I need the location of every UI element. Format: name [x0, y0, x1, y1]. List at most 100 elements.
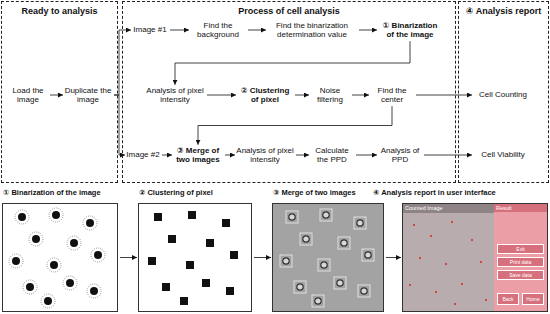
flow-arrow: [359, 30, 377, 31]
binary-image: [2, 203, 118, 312]
flow-arrow: [424, 155, 472, 156]
process-step: Calculate the PPD: [310, 146, 354, 164]
image-heading: ③ Merge of two images: [273, 189, 356, 198]
boxed-cell: [354, 217, 366, 229]
boxed-cell: [318, 259, 330, 271]
step-text: Analysis of pixel intensity: [236, 146, 294, 164]
button-text: Print data: [510, 260, 531, 265]
cluster-image: [138, 203, 252, 312]
red-dot: [419, 257, 421, 259]
boxed-cell: [280, 255, 292, 267]
pixel-cluster: [188, 211, 196, 219]
flow-arrow: [170, 30, 189, 31]
process-step: Analysis of pixel intensity: [145, 86, 205, 104]
process-step: Image #2: [126, 150, 160, 159]
red-dot: [413, 224, 415, 226]
stage-panel: Ready to analysisLoad the image Duplicate…: [2, 2, 117, 182]
step-text: Cell Viability: [473, 150, 533, 159]
red-dot: [461, 283, 463, 285]
image-panel: ③ Merge of two images: [272, 203, 384, 312]
red-dot: [430, 235, 432, 237]
process-step: Find the center: [370, 86, 414, 104]
panel-title: Result: [494, 204, 547, 212]
red-dot: [451, 221, 453, 223]
flow-arrow: [207, 95, 236, 96]
key-step: ② Clustering of pixel: [237, 86, 293, 104]
binary-cells: [9, 208, 105, 308]
panel-title: Ready to analysis: [2, 2, 117, 16]
boxed-cell: [300, 233, 312, 245]
flow-arrow: [416, 95, 472, 96]
step-text: Find the binarization determination valu…: [267, 21, 357, 39]
panel-title: Process of cell analysis: [123, 2, 455, 16]
image-panel: ② Clustering of pixel: [138, 203, 252, 312]
pixel-cluster: [154, 213, 162, 221]
cell-blob: [23, 280, 37, 294]
flow-arrow: [162, 155, 172, 156]
boxed-cell: [294, 281, 306, 293]
cell-blob: [83, 216, 97, 230]
ui-button: Exit: [497, 244, 544, 254]
pixel-cluster: [222, 219, 230, 227]
pixel-cluster: [186, 261, 194, 269]
process-step: Load the image: [8, 86, 48, 104]
step-text: Image #1: [132, 25, 168, 34]
boxed-cell: [286, 211, 298, 223]
boxed-cell: [358, 285, 370, 297]
red-dot: [435, 291, 437, 293]
stage-panel: ④ Analysis reportCell CountingCell Viabi…: [459, 2, 548, 182]
merged-image: [272, 203, 384, 312]
cell-blob: [63, 276, 77, 290]
process-step: Analysis of pixel intensity: [236, 146, 294, 164]
process-step: Analysis of PPD: [378, 146, 422, 164]
step-text: Image #2: [126, 150, 160, 159]
flow-arrow: [175, 41, 410, 85]
red-dot: [485, 299, 487, 301]
boxed-cell: [338, 237, 350, 249]
flow-arrow: [198, 106, 392, 145]
boxed-cell: [312, 295, 324, 307]
boxed-cell: [320, 209, 332, 221]
red-dot: [480, 261, 482, 263]
cell-blob: [15, 210, 29, 224]
flow-arrow: [50, 95, 63, 96]
step-text: Find the background: [190, 21, 246, 39]
step-text: Analysis of PPD: [378, 146, 422, 164]
step-text: ② Clustering of pixel: [237, 86, 293, 104]
flow-arrow: [225, 155, 235, 156]
flow-arrow: [295, 95, 309, 96]
cluster-squares: [148, 211, 238, 305]
stage-panel: Process of cell analysisImage #1 Find the…: [123, 2, 455, 182]
flow-arrow: [386, 257, 401, 258]
cell-blob: [49, 208, 63, 222]
red-dot: [471, 239, 473, 241]
flow-arrow: [120, 257, 137, 258]
red-dot: [445, 263, 447, 265]
counted-image: [403, 204, 494, 311]
pixel-cluster: [230, 251, 238, 259]
process-step: Image #1: [132, 25, 168, 34]
panel-title: ④ Analysis report: [459, 2, 548, 16]
report-item: Cell Counting: [473, 90, 533, 99]
flow-arrow: [114, 95, 125, 155]
step-text: Analysis of pixel intensity: [145, 86, 205, 104]
key-step: ① Binarization of the image: [378, 21, 442, 39]
step-text: Duplicate the image: [64, 86, 112, 104]
key-step: ③ Merge of two images: [173, 146, 223, 164]
flow-arrow: [248, 30, 266, 31]
cell-blob: [9, 254, 23, 268]
ui-button: Save data: [497, 270, 544, 280]
boxed-cell: [362, 249, 374, 261]
flow-arrow: [296, 155, 309, 156]
report-item: Cell Viability: [473, 150, 533, 159]
step-text: Cell Counting: [473, 90, 533, 99]
cell-blob: [87, 284, 101, 298]
ui-button: Print data: [497, 257, 544, 267]
ui-button: Home: [522, 293, 544, 305]
process-step: Find the background: [190, 21, 246, 39]
ui-screenshot: ④ Analysis report in user interfaceResul…: [402, 203, 548, 312]
image-heading: ① Binarization of the image: [3, 189, 101, 198]
merged-cells: [280, 209, 374, 307]
counted-dots: [409, 221, 487, 305]
